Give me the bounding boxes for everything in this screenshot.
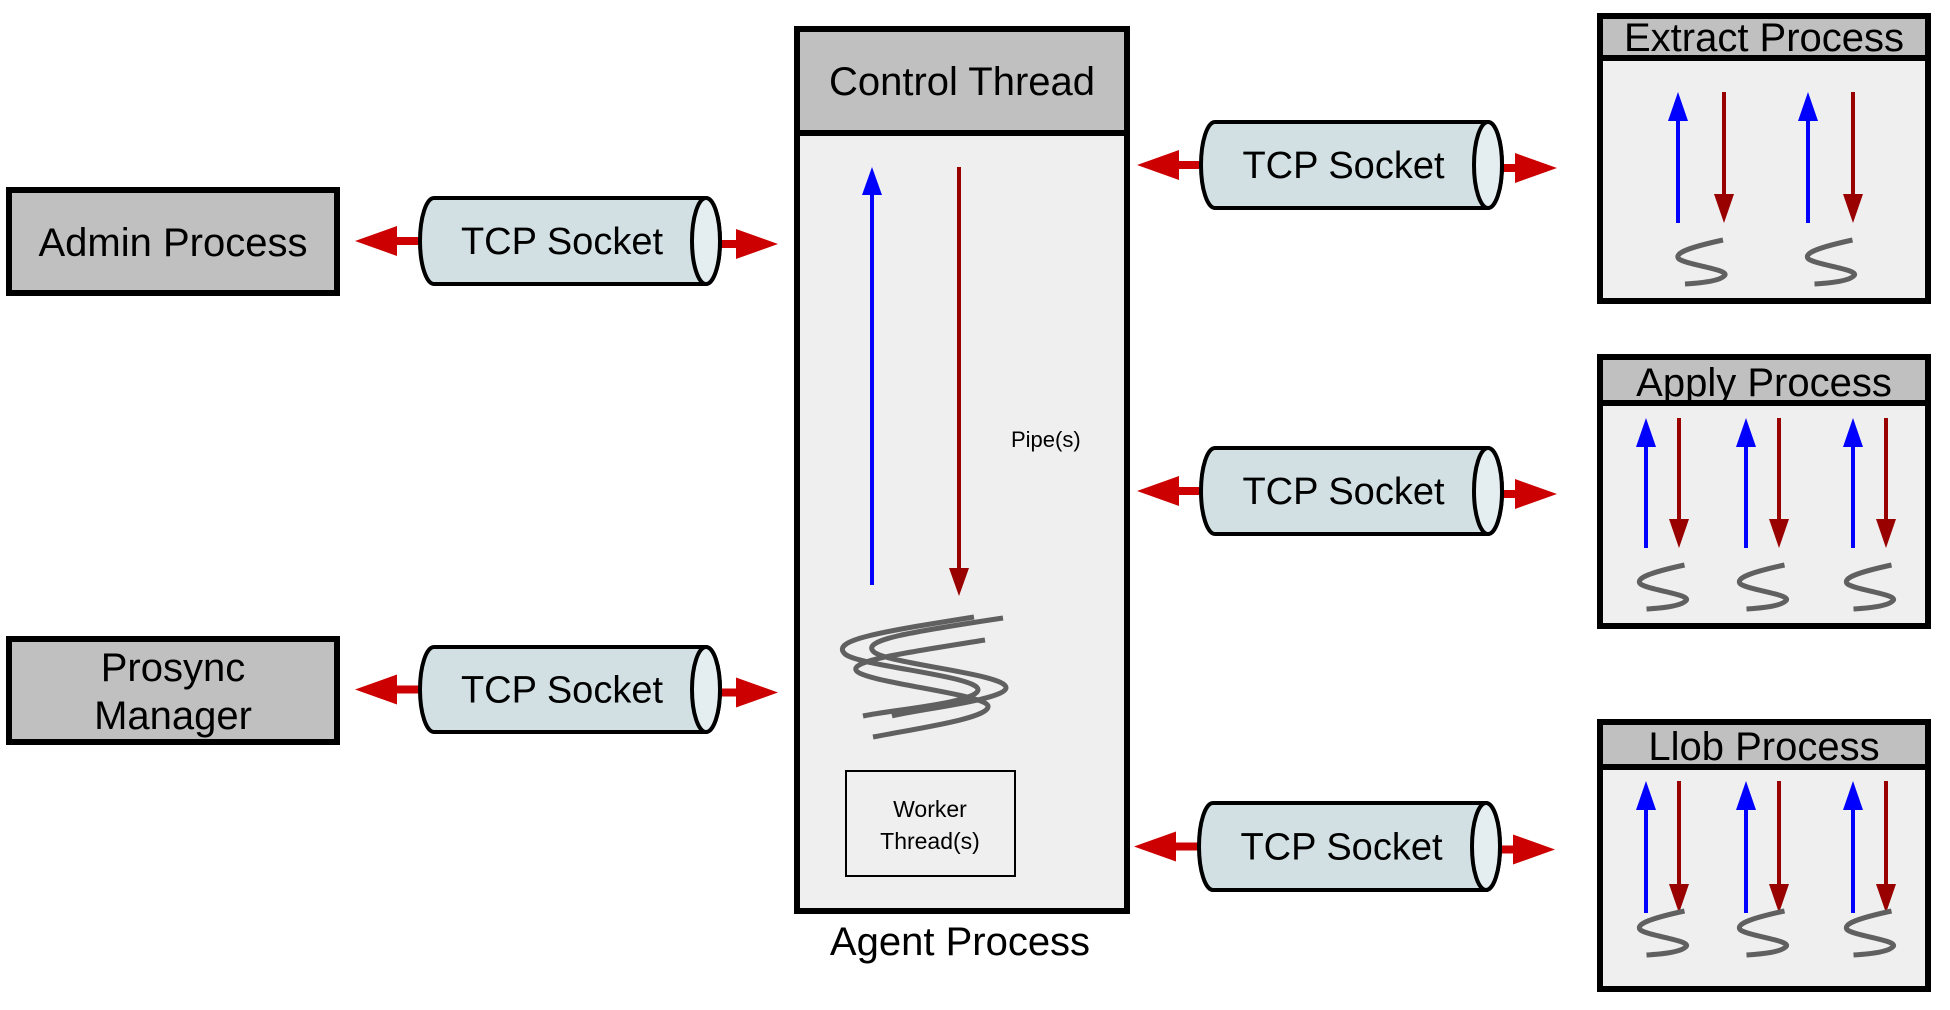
connector-arrow-left [1137, 150, 1203, 180]
upstream-arrow [1843, 418, 1863, 548]
upstream-arrow [1668, 92, 1688, 223]
worker-threads-label-line1: Worker [893, 796, 967, 822]
control-thread-header [794, 26, 1130, 136]
socket-cylinder-end [1470, 801, 1502, 892]
downstream-arrow [1876, 781, 1896, 913]
admin-process-label: Admin Process [39, 221, 308, 265]
process-title: Llob Process [1648, 725, 1879, 769]
downstream-arrow [1876, 418, 1896, 548]
socket-cylinder-end [690, 645, 722, 734]
thread-icon [1843, 908, 1897, 958]
socket-cylinder-end [690, 196, 722, 286]
socket-label: TCP Socket [461, 221, 663, 263]
connector-arrow-left [1137, 476, 1203, 506]
pipes-label: Pipe(s) [1011, 427, 1081, 452]
socket-cylinder-end [1472, 120, 1504, 210]
downstream-pipe-arrow [949, 167, 969, 596]
prosync-manager-label-line2: Manager [94, 694, 252, 738]
thread-icon [1736, 908, 1790, 958]
prosync-manager-label-line1: Prosync [101, 646, 246, 690]
connector-arrow-right [720, 677, 778, 708]
upstream-arrow [1843, 781, 1863, 913]
admin-process-box: Admin Process [6, 187, 340, 296]
tcp-socket-apply: TCP Socket [1137, 446, 1557, 536]
upstream-arrow [1736, 418, 1756, 548]
socket-label: TCP Socket [1242, 145, 1444, 187]
process-title: Apply Process [1636, 361, 1892, 405]
upstream-arrow [1636, 418, 1656, 548]
upstream-pipe-arrow [862, 167, 882, 585]
thread-icon [1636, 562, 1690, 612]
process-header [1597, 354, 1931, 406]
tcp-socket-prosync: TCP Socket [355, 645, 778, 734]
upstream-arrow [1736, 781, 1756, 913]
process-title: Extract Process [1624, 16, 1904, 60]
thread-icon [1636, 908, 1690, 958]
thread-icon [1736, 562, 1790, 612]
connector-arrow-right [720, 229, 778, 259]
socket-cylinder-end [1472, 446, 1504, 536]
process-header [1597, 719, 1931, 770]
tcp-socket-admin: TCP Socket [355, 196, 778, 286]
tcp-socket-extract: TCP Socket [1137, 120, 1557, 210]
upstream-arrow [1798, 92, 1818, 223]
connector-arrow-right [1500, 834, 1555, 865]
agent-process-box: Control Thread Pipe(s) Worker Thread(s) … [794, 26, 1130, 964]
worker-threads-box: Worker Thread(s) [845, 770, 1016, 877]
downstream-arrow [1769, 781, 1789, 913]
connector-arrow-right [1502, 479, 1557, 509]
downstream-arrow [1843, 92, 1863, 223]
upstream-arrow [1636, 781, 1656, 913]
downstream-arrow [1669, 781, 1689, 913]
connector-arrow-left [1134, 831, 1201, 862]
worker-threads-label-line2: Thread(s) [880, 828, 980, 854]
thread-icon [1804, 237, 1858, 287]
connector-arrow-left [355, 674, 422, 705]
downstream-arrow [1669, 418, 1689, 548]
worker-threads-icon [840, 614, 1009, 740]
socket-label: TCP Socket [1240, 827, 1442, 869]
socket-label: TCP Socket [1242, 471, 1444, 513]
agent-process-caption: Agent Process [830, 920, 1090, 964]
control-thread-label: Control Thread [829, 60, 1095, 104]
process-header [1597, 13, 1931, 61]
llob-process-box: Llob Process [1597, 719, 1931, 992]
downstream-arrow [1714, 92, 1734, 223]
connector-arrow-left [355, 226, 422, 256]
downstream-arrow [1769, 418, 1789, 548]
extract-process-box: Extract Process [1597, 13, 1931, 304]
thread-icon [1675, 237, 1728, 287]
tcp-socket-llob: TCP Socket [1134, 801, 1555, 892]
apply-process-box: Apply Process [1597, 354, 1931, 629]
prosync-manager-box: Prosync Manager [6, 636, 340, 745]
connector-arrow-right [1502, 153, 1557, 183]
socket-label: TCP Socket [461, 670, 663, 712]
thread-icon [1843, 562, 1897, 612]
